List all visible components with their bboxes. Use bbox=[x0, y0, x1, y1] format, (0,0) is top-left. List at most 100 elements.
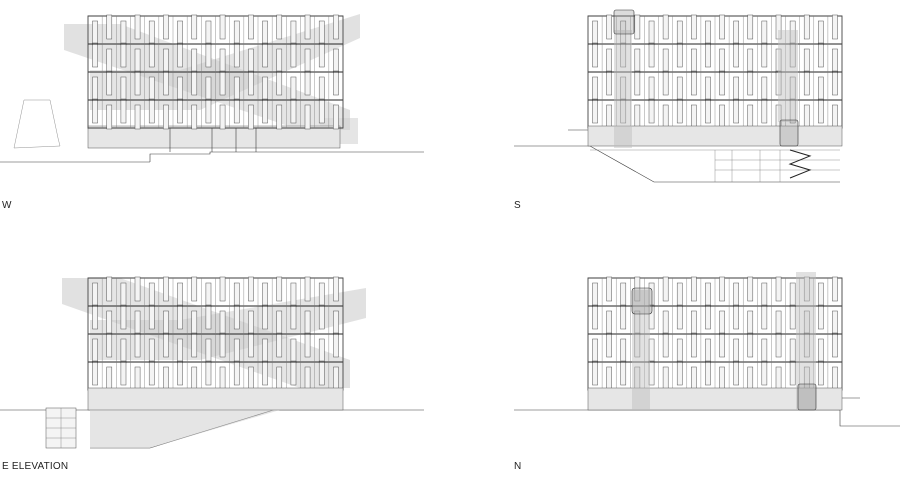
facade-fin bbox=[276, 276, 283, 302]
facade-fin bbox=[304, 104, 311, 130]
facade-fin bbox=[205, 360, 212, 386]
facade-fin bbox=[761, 42, 768, 68]
facade-fin bbox=[120, 20, 127, 46]
facade-fin bbox=[676, 282, 683, 308]
facade-fin bbox=[733, 304, 739, 330]
facade-fin bbox=[691, 276, 697, 302]
facade-fin bbox=[248, 104, 254, 130]
facade-fin bbox=[262, 360, 268, 386]
facade-fin bbox=[92, 42, 98, 68]
facade-fin bbox=[92, 282, 98, 308]
facade-fin bbox=[662, 276, 669, 302]
facade-fin bbox=[290, 76, 297, 102]
facade-fin bbox=[747, 70, 754, 96]
facade-fin bbox=[177, 76, 183, 102]
facade-fin bbox=[705, 304, 711, 330]
facade-fin bbox=[818, 42, 824, 68]
facade-fin bbox=[719, 310, 725, 336]
facade-fin bbox=[803, 70, 810, 96]
facade-fin bbox=[248, 70, 254, 96]
facade-fin bbox=[719, 366, 725, 392]
facade-fin bbox=[248, 366, 254, 392]
facade-fin bbox=[290, 42, 297, 68]
facade-fin bbox=[592, 20, 598, 46]
facade-fin bbox=[318, 304, 325, 330]
facade-fin bbox=[219, 104, 226, 130]
facade-fin bbox=[148, 304, 155, 330]
facade-fin bbox=[134, 104, 141, 130]
facade-fin bbox=[191, 366, 198, 392]
facade-fin bbox=[134, 310, 141, 336]
facade-fin bbox=[148, 338, 155, 364]
facade-fin bbox=[120, 338, 127, 364]
elevation-label: N bbox=[514, 461, 522, 472]
facade-fin bbox=[219, 70, 226, 96]
elevation-label: S bbox=[514, 200, 521, 211]
facade-fin bbox=[177, 20, 183, 46]
facade-fin bbox=[705, 98, 711, 124]
facade-fin bbox=[634, 104, 641, 130]
facade-fin bbox=[634, 276, 641, 302]
facade-fin bbox=[304, 276, 311, 302]
facade-fin bbox=[219, 366, 226, 392]
facade-fin bbox=[134, 14, 141, 40]
facade-fin bbox=[691, 14, 697, 40]
facade-fin bbox=[705, 338, 711, 364]
facade-fin bbox=[177, 304, 183, 330]
facade-fin bbox=[733, 42, 739, 68]
facade-fin bbox=[120, 42, 127, 68]
facade-fin bbox=[733, 282, 739, 308]
facade-fin bbox=[318, 360, 325, 386]
facade-fin bbox=[592, 282, 598, 308]
facade-fin bbox=[832, 70, 838, 96]
facade-fin bbox=[606, 332, 612, 358]
facade-fin bbox=[803, 276, 810, 302]
facade-fin bbox=[705, 282, 711, 308]
facade-fin bbox=[333, 310, 339, 336]
facade-fin bbox=[648, 98, 655, 124]
facade-fin bbox=[233, 76, 240, 102]
facade-fin bbox=[719, 70, 725, 96]
facade-fin bbox=[691, 70, 697, 96]
facade-fin bbox=[705, 20, 711, 46]
facade-fin bbox=[818, 76, 824, 102]
facade-fin bbox=[318, 42, 325, 68]
facade-fin bbox=[205, 338, 212, 364]
facade-fin bbox=[648, 20, 655, 46]
facade-fin bbox=[304, 366, 311, 392]
facade-fin bbox=[248, 48, 254, 74]
facade-fin bbox=[276, 48, 283, 74]
facade-fin bbox=[676, 98, 683, 124]
facade-fin bbox=[634, 14, 641, 40]
facade-fin bbox=[219, 14, 226, 40]
facade-fin bbox=[318, 282, 325, 308]
facade-fin bbox=[163, 276, 169, 302]
facade-fin bbox=[148, 42, 155, 68]
facade-grid bbox=[87, 14, 344, 130]
facade-fin bbox=[177, 360, 183, 386]
facade-fin bbox=[803, 332, 810, 358]
facade-fin bbox=[92, 360, 98, 386]
facade-fin bbox=[304, 332, 311, 358]
facade-grid bbox=[587, 276, 843, 392]
facade-fin bbox=[205, 42, 212, 68]
facade-fin bbox=[219, 332, 226, 358]
facade-fin bbox=[662, 104, 669, 130]
facade-fin bbox=[818, 360, 824, 386]
facade-fin bbox=[761, 304, 768, 330]
facade-fin bbox=[177, 98, 183, 124]
facade-fin bbox=[106, 104, 113, 130]
facade-fin bbox=[592, 76, 598, 102]
facade-fin bbox=[276, 310, 283, 336]
facade-fin bbox=[106, 14, 113, 40]
facade-fin bbox=[191, 48, 198, 74]
facade-fin bbox=[148, 98, 155, 124]
facade-fin bbox=[205, 20, 212, 46]
facade-fin bbox=[233, 282, 240, 308]
east-elevation-drawing bbox=[0, 276, 424, 449]
facade-fin bbox=[106, 70, 113, 96]
facade-fin bbox=[120, 282, 127, 308]
facade-fin bbox=[191, 14, 198, 40]
facade-fin bbox=[276, 70, 283, 96]
facade-fin bbox=[818, 282, 824, 308]
